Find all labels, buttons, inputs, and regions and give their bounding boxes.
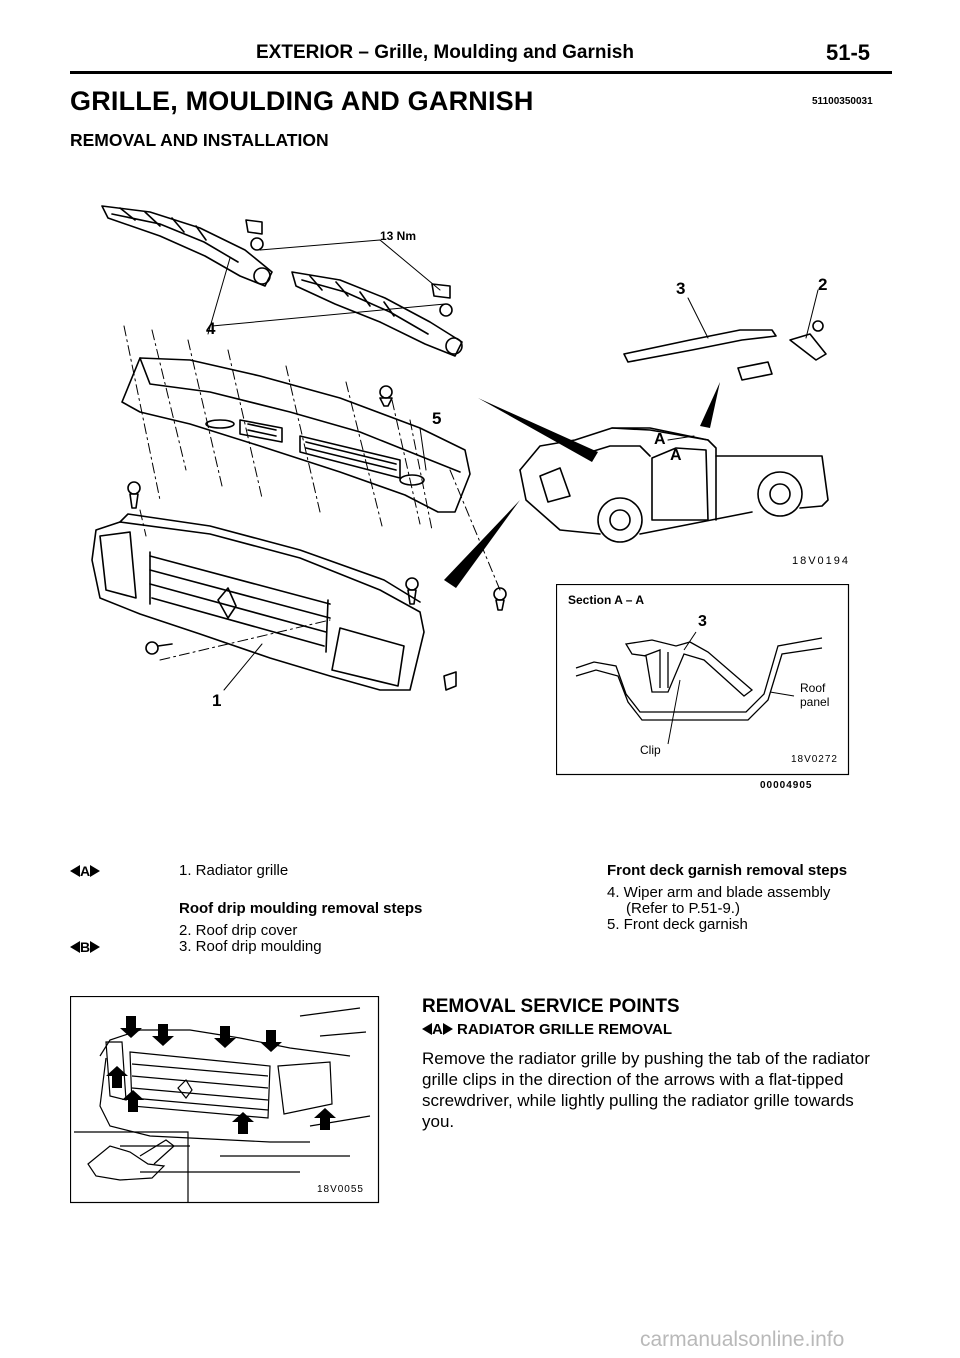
section-code: 51100350031 — [812, 96, 873, 107]
service-line-3: screwdriver, while lightly pulling the r… — [422, 1091, 854, 1110]
service-subtitle: A RADIATOR GRILLE REMOVAL — [422, 1021, 672, 1038]
section-mark-a2: A — [670, 447, 682, 464]
callout-4: 4 — [206, 319, 216, 338]
service-title: REMOVAL SERVICE POINTS — [422, 996, 680, 1017]
roof-label-2: panel — [800, 695, 829, 709]
step-4: 4. Wiper arm and blade assembly — [607, 884, 831, 901]
radiator-grille — [91, 513, 425, 691]
direction-arrows — [444, 382, 720, 588]
front-deck-garnish — [121, 357, 471, 513]
service-line-4: you. — [422, 1112, 455, 1131]
callout-1: 1 — [212, 691, 221, 710]
inset-callout-3: 3 — [698, 613, 707, 630]
torque-callout: 13 Nm — [380, 229, 416, 243]
header-title: EXTERIOR – Grille, Moulding and Garnish — [256, 42, 634, 63]
grille-clip-figure: 18V0055 — [70, 996, 380, 1204]
roof-label-1: Roof — [800, 681, 826, 695]
marker-b: B — [70, 939, 101, 955]
callout-3: 3 — [676, 279, 685, 298]
main-figure-code: 00004905 — [760, 780, 813, 791]
step-4-ref: (Refer to P.51-9.) — [626, 900, 740, 917]
page-header: EXTERIOR – Grille, Moulding and Garnish … — [0, 40, 960, 74]
marker-a: A — [70, 863, 101, 879]
truck-figure-code: 18V0194 — [792, 555, 850, 567]
wiper-arm-upper — [101, 205, 273, 287]
watermark: carmanualsonline.info — [640, 1328, 845, 1351]
step-3: 3. Roof drip moulding — [179, 938, 322, 955]
step-1: 1. Radiator grille — [179, 862, 289, 879]
page-number: 51-5 — [826, 40, 871, 65]
service-figure-code: 18V0055 — [317, 1184, 364, 1195]
inset-code: 18V0272 — [791, 754, 838, 765]
service-line-2: grille clips in the direction of the arr… — [422, 1070, 844, 1089]
clip-label: Clip — [640, 743, 661, 757]
header-rule — [70, 71, 892, 74]
section-subtitle: REMOVAL AND INSTALLATION — [70, 130, 329, 150]
push-arrows — [106, 1016, 336, 1134]
section-inset: Section A – A 3 Roof panel Clip 18V0272 — [556, 584, 850, 776]
section-mark-a1: A — [654, 431, 666, 448]
callout-2: 2 — [818, 275, 827, 294]
wiper-arm-lower — [291, 271, 463, 357]
section-title: GRILLE, MOULDING AND GARNISH — [70, 86, 534, 116]
inset-title: Section A – A — [568, 593, 644, 607]
exploded-view-illustration: 13 Nm 4 5 3 2 1 A A 18V0194 — [91, 205, 850, 710]
roof-drip-moulding — [623, 320, 827, 381]
roof-steps-title: Roof drip moulding removal steps — [179, 900, 423, 917]
callout-5: 5 — [432, 409, 441, 428]
step-2: 2. Roof drip cover — [179, 922, 298, 939]
service-paragraph: Remove the radiator grille by pushing th… — [422, 1048, 897, 1132]
service-line-1: Remove the radiator grille by pushing th… — [422, 1049, 870, 1068]
step-5: 5. Front deck garnish — [607, 916, 748, 933]
front-steps-title: Front deck garnish removal steps — [607, 862, 848, 879]
